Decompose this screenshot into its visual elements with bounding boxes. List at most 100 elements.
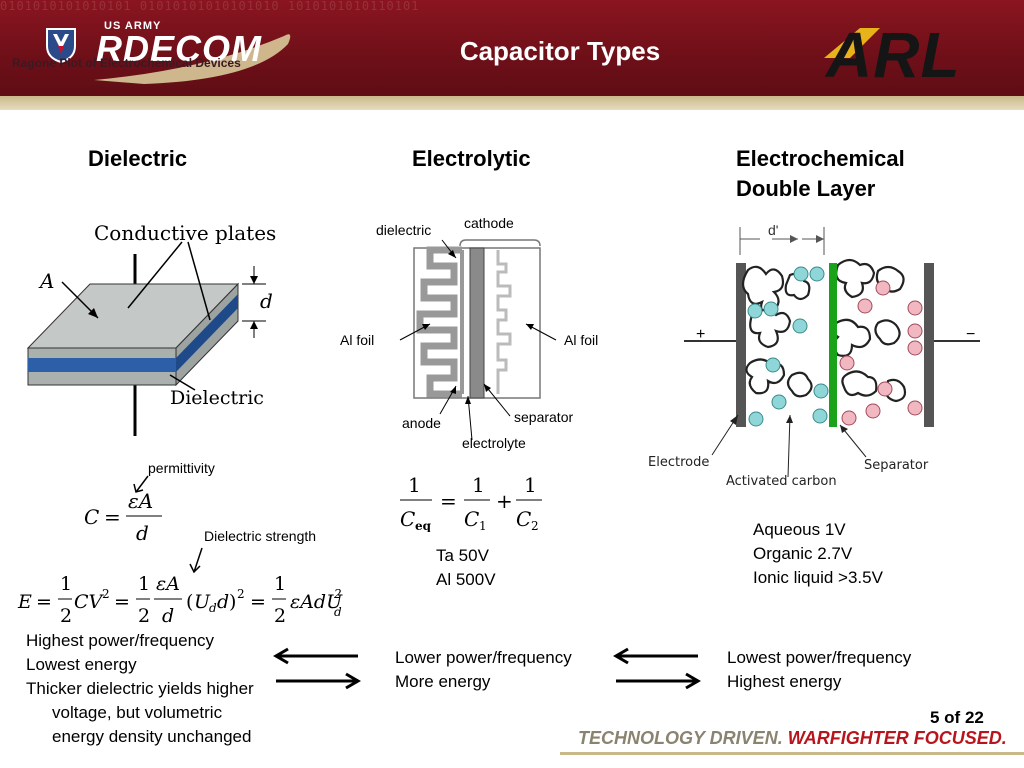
svg-text:1: 1	[408, 473, 421, 497]
header-banner: 0101010101010101 01010101010101010 10101…	[0, 0, 1024, 110]
label-conductive-plates: Conductive plates	[94, 221, 276, 245]
arrow-pair-right	[613, 647, 701, 690]
svg-text:1: 1	[472, 473, 485, 497]
svg-text:d: d	[209, 601, 217, 615]
svg-text:C: C	[464, 507, 479, 531]
svg-text:1: 1	[524, 473, 537, 497]
edlc-diagram: d' + −	[648, 222, 980, 489]
svg-text:2: 2	[274, 605, 286, 627]
svg-text:2: 2	[60, 605, 72, 627]
svg-text:+: +	[496, 489, 513, 513]
svg-text:U: U	[194, 591, 211, 613]
dielectric-point-4: voltage, but volumetric	[52, 703, 223, 722]
svg-text:εAdU: εAdU	[290, 591, 343, 613]
svg-text:E: E	[17, 591, 32, 613]
svg-text:1: 1	[479, 519, 487, 532]
svg-text:d: d	[162, 605, 174, 627]
svg-text:=: =	[104, 505, 121, 529]
svg-text:2: 2	[531, 519, 539, 532]
header-stripe	[0, 96, 1024, 110]
svg-text:2: 2	[102, 587, 110, 601]
svg-text:C: C	[516, 507, 531, 531]
footer-tagline: TECHNOLOGY DRIVEN. WARFIGHTER FOCUSED.	[578, 728, 1007, 749]
edlc-voltage-ionic: Ionic liquid >3.5V	[753, 568, 883, 587]
rdecom-swoosh	[94, 34, 291, 84]
slide-title: Capacitor Types	[459, 36, 661, 66]
binary-pattern: 0101010101010101 01010101010101010 10101…	[0, 0, 420, 13]
label-edlc-separator: Separator	[864, 458, 929, 473]
heading-electrolytic: Electrolytic	[412, 146, 531, 171]
label-al-foil-left: Al foil	[340, 332, 374, 348]
svg-text:CV: CV	[74, 591, 105, 613]
label-plus-terminal: +	[696, 326, 705, 343]
heading-dielectric: Dielectric	[88, 146, 188, 171]
arl-logo: ARL	[826, 19, 961, 91]
svg-text:eq: eq	[415, 519, 432, 532]
label-al-foil-right: Al foil	[564, 332, 598, 348]
label-permittivity: permittivity	[148, 460, 215, 476]
strength-arrow	[189, 547, 203, 574]
us-army-text: US ARMY	[104, 20, 162, 32]
svg-text:2: 2	[237, 587, 245, 601]
dielectric-point-5: energy density unchanged	[52, 727, 252, 746]
dielectric-capacitor-diagram: Conductive plates A d Dielectric	[26, 221, 276, 436]
svg-text:εA: εA	[156, 573, 180, 595]
edlc-point-2: Highest energy	[727, 672, 842, 691]
label-area: A	[38, 269, 54, 293]
electrolytic-point-1: Lower power/frequency	[395, 648, 572, 667]
label-cathode: cathode	[464, 215, 514, 231]
svg-text:=: =	[250, 591, 266, 613]
label-d-prime: d'	[768, 222, 778, 238]
label-dielectric: Dielectric	[170, 387, 264, 409]
svg-text:εA: εA	[128, 489, 153, 513]
svg-text:d: d	[136, 521, 149, 545]
svg-text:=: =	[114, 591, 130, 613]
electrolytic-voltage-al: Al 500V	[436, 570, 496, 589]
label-distance: d	[260, 289, 273, 313]
dielectric-point-2: Lowest energy	[26, 655, 137, 674]
svg-text:1: 1	[138, 573, 150, 595]
svg-text:C: C	[84, 505, 99, 529]
page-number: 5 of 22	[930, 708, 984, 727]
svg-text:d: d	[217, 591, 229, 613]
dielectric-point-1: Highest power/frequency	[26, 631, 215, 650]
arrow-pair-left	[273, 647, 361, 690]
tagline-part1: TECHNOLOGY DRIVEN.	[578, 728, 783, 748]
svg-text:C: C	[400, 507, 415, 531]
electrolytic-voltage-ta: Ta 50V	[436, 546, 489, 565]
label-dielectric-strength: Dielectric strength	[204, 528, 317, 544]
tagline-part2: WARFIGHTER FOCUSED.	[787, 728, 1007, 748]
label-electrolyte: electrolyte	[462, 435, 526, 451]
ragone-overlay-text: Ragone Plot of Electrochemical Devices	[12, 56, 241, 70]
label-electrode: Electrode	[648, 455, 709, 470]
permittivity-arrow	[133, 475, 149, 493]
svg-text:(: (	[186, 591, 193, 613]
footer-line	[560, 752, 1024, 755]
svg-text:=: =	[440, 489, 457, 513]
arl-swoosh	[824, 28, 880, 58]
svg-text:2: 2	[138, 605, 150, 627]
label-activated-carbon: Activated carbon	[726, 474, 837, 489]
label-electrolytic-dielectric: dielectric	[376, 222, 431, 238]
svg-text:): )	[229, 591, 236, 613]
edlc-point-1: Lowest power/frequency	[727, 648, 912, 667]
heading-edlc-line1: Electrochemical	[736, 146, 905, 171]
rdecom-shield-icon	[46, 28, 76, 64]
label-minus-terminal: −	[966, 326, 975, 343]
svg-text:=: =	[36, 591, 52, 613]
svg-text:2: 2	[333, 587, 342, 601]
edlc-voltage-organic: Organic 2.7V	[753, 544, 853, 563]
heading-edlc-line2: Double Layer	[736, 176, 876, 201]
dielectric-point-3: Thicker dielectric yields higher	[26, 679, 254, 698]
edlc-voltage-aqueous: Aqueous 1V	[753, 520, 846, 539]
electrolytic-capacitor-diagram: dielectric cathode Al foil Al foil anode…	[340, 215, 598, 451]
svg-text:1: 1	[60, 573, 72, 595]
svg-text:d: d	[334, 605, 342, 619]
svg-text:1: 1	[274, 573, 286, 595]
capacitance-equation: C= εA d	[84, 489, 162, 545]
electrolytic-point-2: More energy	[395, 672, 491, 691]
label-anode: anode	[402, 415, 441, 431]
label-separator: separator	[514, 409, 573, 425]
